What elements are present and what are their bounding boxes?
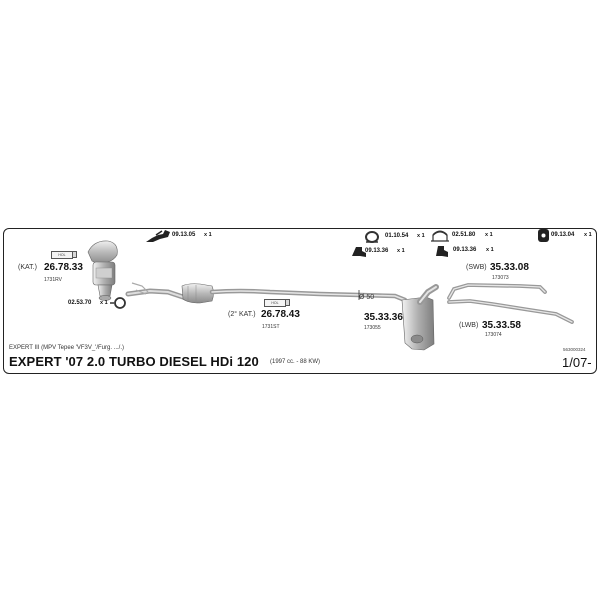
tail-lwb-ref: 173074	[485, 332, 502, 338]
front-catalyst-part	[87, 240, 118, 301]
pipe-diameter: Ø 50	[359, 294, 375, 301]
clamp-3-code: 02.51.80	[452, 232, 476, 238]
rubber-hanger-part	[352, 247, 366, 257]
hanger-1-qty: x 1	[397, 247, 405, 254]
catalyst-front-prefix: (KAT.)	[18, 264, 37, 271]
clamp-3-qty: x 1	[485, 231, 493, 238]
rubber-code: 09.13.04	[551, 232, 575, 238]
rubber-mount-part	[538, 229, 549, 242]
muffler-ref: 173055	[364, 325, 381, 331]
vehicle-subtitle: EXPERT III (MPV Tepee 'VF3V_'/Furg. .../…	[9, 345, 125, 351]
middle-pipe-part	[209, 288, 408, 303]
document-id: 563000324	[563, 347, 586, 352]
tail-swb-prefix: (SWB)	[466, 264, 487, 271]
tail-swb-code: 35.33.08	[490, 262, 529, 273]
tail-pipe-lwb-part	[447, 299, 574, 324]
catalyst-front-ref: 1731RV	[44, 277, 62, 283]
tail-lwb-code: 35.33.58	[482, 320, 521, 331]
clamp-1-code: 02.53.70	[68, 300, 92, 306]
clamp-part	[365, 231, 379, 243]
catalyst-second-ref: 1731ST	[262, 324, 280, 330]
muffler-part	[401, 284, 439, 351]
hanger-2-qty: x 1	[486, 246, 494, 253]
hanger-1-code: 09.13.36	[365, 248, 389, 254]
bracket-qty: x 1	[204, 231, 212, 238]
catalyst-second-prefix: (2° KAT.)	[228, 311, 256, 318]
tail-swb-ref: 173073	[492, 275, 509, 281]
rubber-hanger-part	[436, 246, 448, 257]
engine-spec: (1997 cc. - 88 KW)	[270, 359, 321, 365]
front-pipe-part	[125, 282, 214, 304]
clamp-part	[110, 297, 126, 309]
bracket-part	[146, 230, 170, 242]
tail-pipe-swb-part	[447, 283, 547, 300]
clamp-part	[431, 230, 449, 242]
muffler-code: 35.33.36	[364, 312, 403, 323]
clamp-1-qty: x 1	[100, 299, 108, 306]
tail-lwb-prefix: (LWB)	[459, 322, 479, 329]
catalyst-front-code: 26.78.33	[44, 262, 83, 273]
hanger-2-code: 09.13.36	[453, 247, 477, 253]
vehicle-title: EXPERT '07 2.0 TURBO DIESEL HDi 120	[9, 354, 259, 369]
rubber-qty: x 1	[584, 231, 592, 238]
catalyst-second-box: HOL	[264, 299, 286, 307]
bracket-code: 09.13.05	[172, 232, 196, 238]
clamp-2-qty: x 1	[417, 232, 425, 239]
catalyst-label-box: HOL	[51, 251, 73, 259]
catalyst-label-box-cap	[72, 251, 77, 258]
model-year: 1/07-	[562, 355, 592, 370]
catalyst-second-box-cap	[285, 299, 290, 306]
catalyst-second-code: 26.78.43	[261, 309, 300, 320]
clamp-2-code: 01.10.54	[385, 233, 409, 239]
